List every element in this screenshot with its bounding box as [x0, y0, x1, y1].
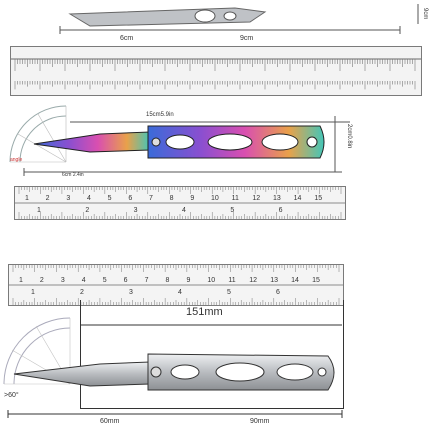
ruler-top-label: 5	[108, 195, 112, 202]
silver-knife-image	[13, 353, 335, 391]
colorful-handle-dim	[23, 168, 342, 176]
ruler-top-label: 9	[186, 277, 190, 284]
ruler-top-label: 13	[270, 277, 278, 284]
ruler-top-label: 15	[314, 195, 322, 202]
top-ruler	[10, 46, 422, 96]
ruler-top-label: 7	[149, 195, 153, 202]
ruler-top-label: 9	[190, 195, 194, 202]
ruler-bottom-label: 3	[129, 289, 133, 296]
ruler-top-label: 13	[273, 195, 281, 202]
ruler-top-label: 3	[61, 277, 65, 284]
ruler-bottom-label: 2	[80, 289, 84, 296]
ruler-top-label: 7	[145, 277, 149, 284]
colorful-knife-image	[33, 125, 325, 159]
colorful-handle-label: 6cm 2.4in	[62, 172, 84, 178]
ruler-top-label: 15	[312, 277, 320, 284]
ruler-bottom-label: 4	[182, 207, 186, 214]
top-dim-left: 6cm	[120, 35, 134, 42]
ruler-bottom-label: 6	[276, 289, 280, 296]
ruler-bottom-label: 5	[227, 289, 231, 296]
silver-dim-left: 60mm	[100, 418, 120, 425]
ruler-top-label: 3	[66, 195, 70, 202]
ruler-top-label: 10	[211, 195, 219, 202]
ruler-bottom-label: 3	[134, 207, 138, 214]
protractor-graphic	[9, 105, 67, 163]
colorful-width-line	[334, 116, 336, 172]
silver-angle-label: >60°	[4, 392, 19, 399]
top-ruler-ticks	[11, 58, 421, 90]
ruler-bottom-label: 5	[230, 207, 234, 214]
ruler-top-label: 1	[19, 277, 23, 284]
ruler-bottom-label: 1	[31, 289, 35, 296]
ruler-top-label: 6	[128, 195, 132, 202]
ruler-top-label: 14	[291, 277, 299, 284]
colorful-length-label: 15cm5.9in	[146, 112, 174, 118]
ruler-top-label: 8	[166, 277, 170, 284]
ruler-top-label: 11	[232, 195, 239, 202]
colorful-width-label: 2cm0.8in	[346, 124, 352, 149]
silver-length-label: 151mm	[186, 306, 223, 318]
silver-length-line	[80, 324, 342, 326]
silver-frame	[80, 300, 344, 409]
top-panel: 6cm 9cm 9cm	[0, 0, 430, 100]
ruler-top-label: 2	[46, 195, 50, 202]
silver-knife-panel: 151mm >60° 60mm 90mm	[0, 300, 430, 430]
colorful-length-line	[70, 121, 350, 123]
colorful-angle-label: angle	[10, 157, 23, 163]
ruler-top-label: 8	[170, 195, 174, 202]
ruler-bottom-label: 1	[37, 207, 41, 214]
ruler-top-label: 2	[40, 277, 44, 284]
colorful-knife-panel: 15cm5.9in 2cm0.8in angle 6cm 2.4in	[0, 104, 430, 204]
ruler-bottom-label: 4	[178, 289, 182, 296]
top-side-dim: 9cm	[422, 8, 428, 20]
top-dim-mid: 9cm	[240, 35, 254, 42]
silver-dim-right: 90mm	[250, 418, 270, 425]
ruler-top-label: 11	[228, 277, 235, 284]
ruler-top-label: 10	[207, 277, 215, 284]
ruler-bottom-label: 6	[279, 207, 283, 214]
ruler-top-label: 6	[124, 277, 128, 284]
ruler-top-label: 14	[294, 195, 302, 202]
silver-handle-dim	[7, 410, 343, 418]
ruler-top-label: 4	[82, 277, 86, 284]
ruler-top-label: 12	[252, 195, 260, 202]
ruler-bottom-label: 2	[85, 207, 89, 214]
ruler-top-label: 4	[87, 195, 91, 202]
ruler-top-label: 5	[103, 277, 107, 284]
ruler-top-label: 12	[249, 277, 257, 284]
ruler-top-label: 1	[25, 195, 29, 202]
